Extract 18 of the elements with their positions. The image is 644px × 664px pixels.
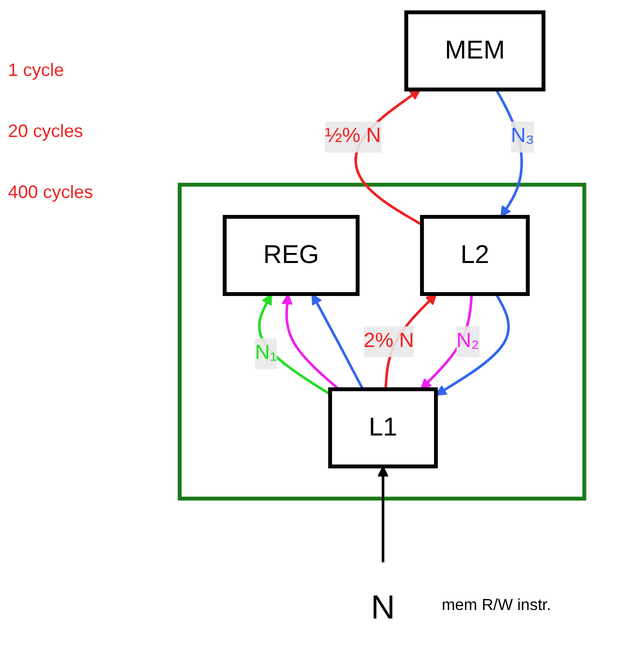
node-box: MEM — [404, 10, 546, 92]
node-box: REG — [222, 214, 360, 296]
cluster — [178, 182, 586, 501]
edge-label: 2% N — [364, 330, 414, 352]
node-note: mem R/W instr. — [442, 597, 552, 616]
edge-label: N₃ — [510, 126, 534, 148]
arrow — [282, 294, 340, 390]
edge-label: N₂ — [456, 330, 480, 352]
latency-label: 400 cycles — [8, 182, 94, 203]
node-box: L1 — [328, 387, 438, 468]
latency-label: 20 cycles — [8, 121, 84, 142]
latency-label: 1 cycle — [8, 60, 66, 81]
arrow — [377, 466, 389, 563]
edge-label: N₁ — [255, 342, 277, 364]
node-text: N — [370, 587, 396, 626]
arrow — [312, 294, 364, 390]
node-box: L2 — [420, 214, 530, 296]
edge-label: ½% N — [324, 126, 382, 148]
